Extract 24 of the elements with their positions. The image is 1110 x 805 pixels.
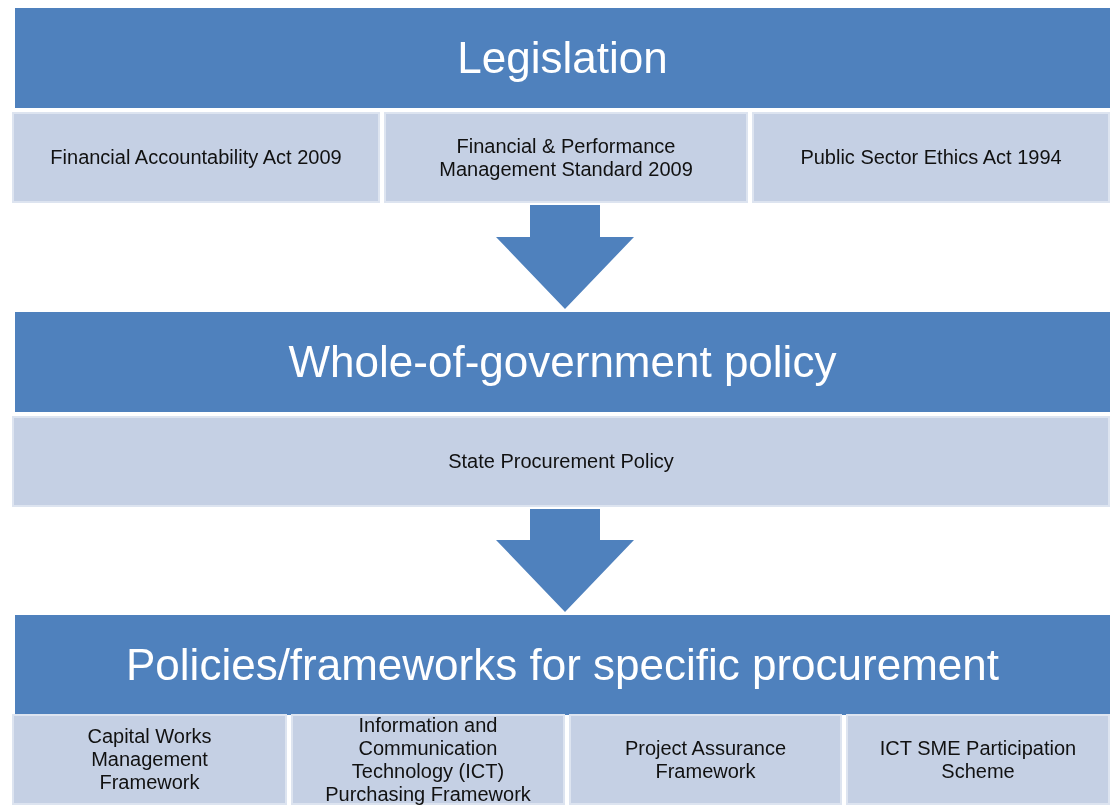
- item-box: [846, 714, 1110, 805]
- item-label: Financial & Performance Management Standard 2009: [438, 134, 694, 181]
- section-heading: Legislation: [456, 32, 669, 84]
- item-label: State Procurement Policy: [448, 450, 674, 473]
- section-heading: Policies/frameworks for specific procurement: [125, 639, 1000, 691]
- section-heading: Whole-of-government policy: [287, 336, 838, 388]
- item-box: [569, 714, 842, 805]
- item-box: [384, 112, 748, 203]
- item-label: ICT SME Participation Scheme: [878, 736, 1078, 783]
- item-label: Financial Accountability Act 2009: [50, 146, 342, 169]
- item-label: Capital Works Management Framework: [86, 725, 213, 794]
- item-label: Public Sector Ethics Act 1994: [800, 146, 1062, 169]
- item-box: [12, 416, 1110, 507]
- item-box: [291, 714, 565, 805]
- section-panel: [12, 615, 1110, 805]
- item-box: [12, 714, 287, 805]
- item-label: Project Assurance Framework: [623, 736, 788, 783]
- item-box: [12, 112, 380, 203]
- block-arrow: [496, 509, 634, 612]
- item-box: [752, 112, 1110, 203]
- block-arrow: [496, 205, 634, 309]
- section-panel: [12, 8, 1110, 204]
- section-panel: [12, 312, 1110, 508]
- item-label: Information and Communication Technology (ICT) Purchasing Framework: [324, 713, 532, 805]
